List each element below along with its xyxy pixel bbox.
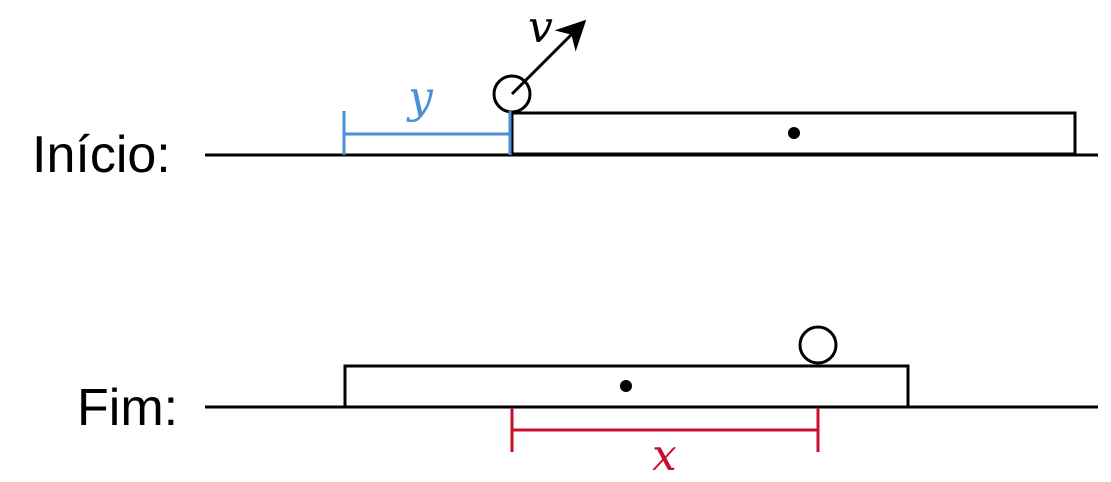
start-plank-center-of-mass [788,127,800,139]
y-dimension-label: y [406,72,434,123]
end-plank-center-of-mass [620,380,632,392]
end-state: Fim: x [77,325,1098,481]
start-state: Início: v y [32,2,1098,184]
x-dimension-label: x [652,430,677,481]
x-dimension: x [510,408,820,481]
y-dimension: y [342,72,512,155]
start-label: Início: [32,126,171,184]
velocity-label: v [528,2,553,53]
end-ball [798,325,838,365]
end-label: Fim: [77,379,178,437]
velocity-arrow [510,19,587,96]
